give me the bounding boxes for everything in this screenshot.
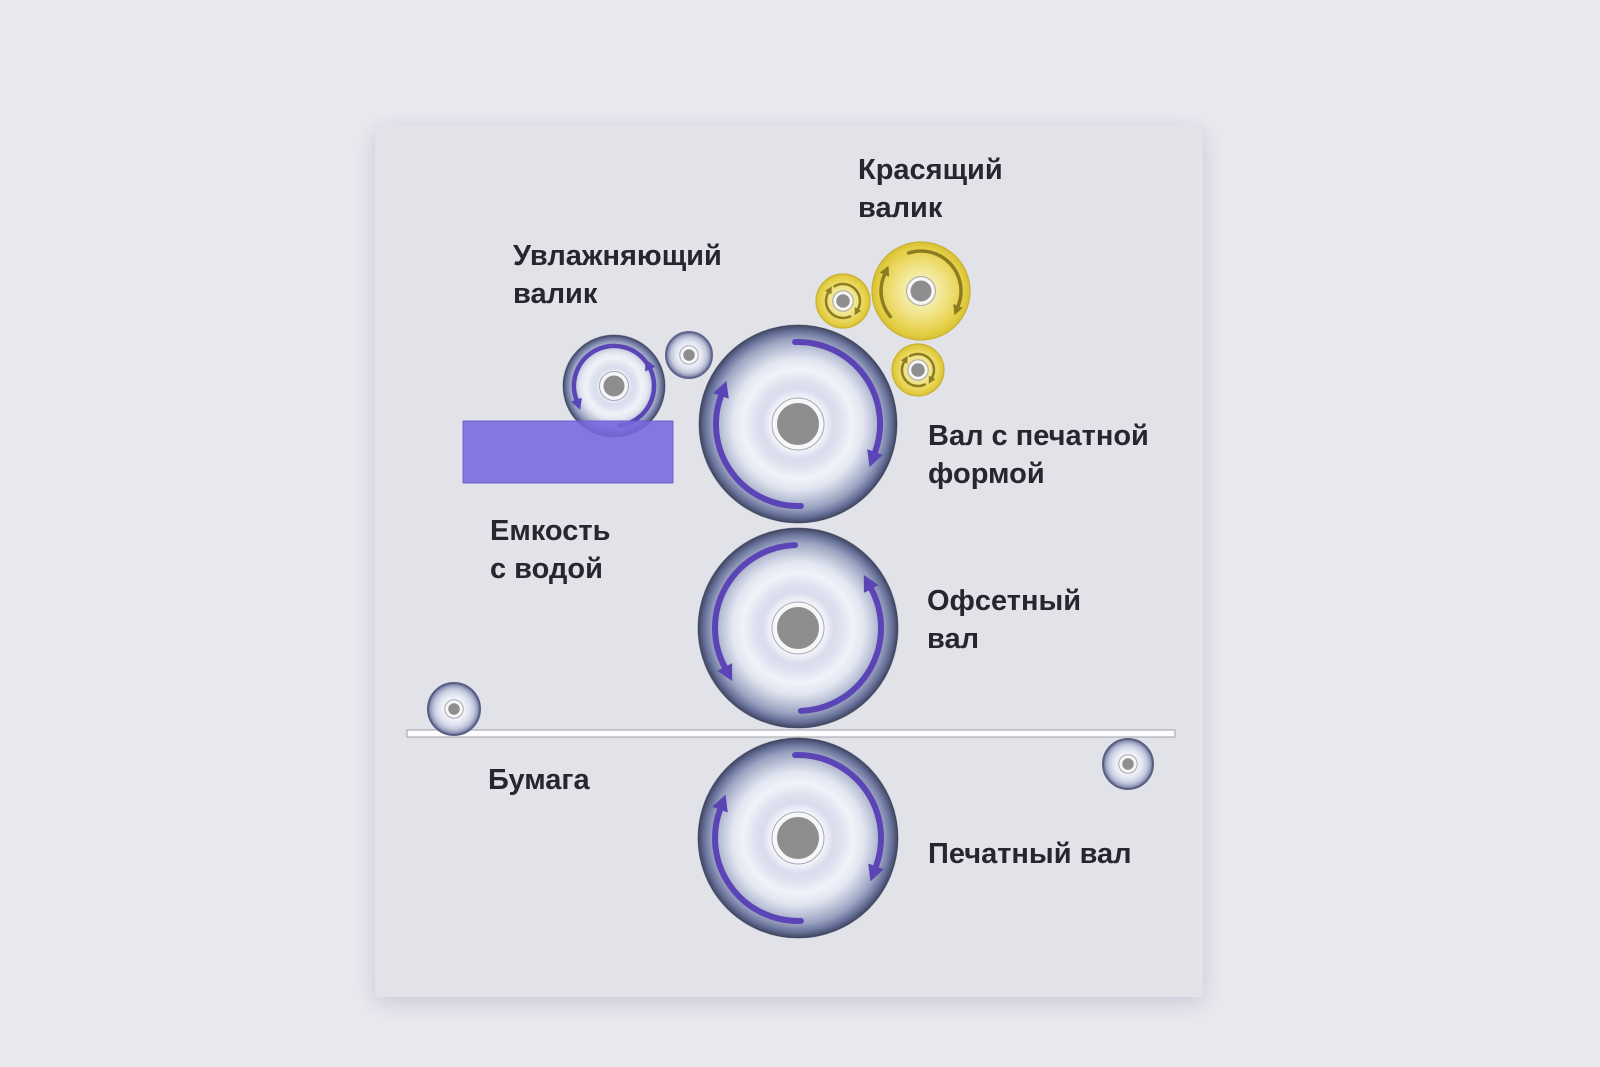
offset-cylinder-hub — [773, 603, 823, 653]
plate-cylinder-hub — [773, 399, 823, 449]
label-water-container: Емкость с водой — [490, 515, 611, 585]
impression-cylinder-hub — [773, 813, 823, 863]
rotation-arrowhead — [901, 355, 908, 364]
rotation-arrowhead — [717, 663, 733, 682]
rotation-arrow — [833, 282, 862, 311]
label-plate-cylinder: Вал с печатной формой — [928, 420, 1149, 490]
inking-roller-large-hub-ring — [906, 276, 936, 306]
paper-roller-right — [1102, 738, 1154, 790]
paper-roller-right-hub-ring — [1118, 754, 1138, 774]
inking-roller-small-bottom-hub — [908, 360, 928, 380]
rotation-arrowhead — [571, 397, 582, 410]
rotation-arrowhead — [879, 265, 890, 277]
inking-roller-large-hub — [907, 277, 935, 305]
paper-roller-left — [427, 682, 481, 736]
paper-roller-left-hub — [445, 700, 463, 718]
dampening-transfer-roller — [665, 331, 713, 379]
rotation-arrowhead — [825, 286, 832, 295]
paper-roller-left-hub-ring — [444, 699, 464, 719]
rotation-arrowhead — [854, 307, 862, 316]
inking-roller-small-left — [815, 273, 871, 329]
rotation-arrowhead — [863, 574, 879, 593]
rotation-arrow — [712, 806, 804, 924]
plate-cylinder — [698, 324, 898, 524]
rotation-arrow — [712, 542, 799, 670]
rotation-arrow — [792, 338, 884, 455]
dampening-roller-hub — [600, 372, 628, 400]
impression-cylinder-hub-ring — [771, 811, 825, 865]
rotation-arrow — [712, 393, 804, 510]
rotation-arrow — [824, 291, 852, 320]
dampening-roller — [562, 334, 666, 438]
plate-cylinder-hub-ring — [771, 397, 825, 451]
paper-roller-right-hub — [1119, 755, 1137, 773]
inking-roller-small-left-hub — [833, 291, 853, 311]
paper-web — [406, 729, 1176, 738]
rotation-arrow — [906, 249, 963, 308]
offset-cylinder-hub-ring — [771, 601, 825, 655]
rotation-arrow — [908, 352, 936, 379]
rotation-arrow — [879, 272, 893, 319]
dampening-roller-hub-ring — [599, 371, 629, 401]
rotation-arrowhead — [712, 794, 728, 813]
water-container — [462, 420, 674, 484]
dampening-transfer-roller-hub — [680, 346, 698, 364]
rotation-arrowhead — [928, 375, 936, 384]
impression-cylinder — [697, 737, 899, 939]
inking-roller-small-bottom-hub-ring — [907, 359, 929, 381]
inking-roller-small-bottom — [891, 343, 945, 397]
rotation-arrowhead — [645, 359, 656, 372]
rotation-arrow — [900, 360, 927, 388]
label-paper: Бумага — [488, 764, 590, 796]
label-offset-cylinder: Офсетный вал — [927, 585, 1082, 655]
label-dampening-roller: Увлажняющий валик — [513, 240, 722, 310]
rotation-arrowhead — [867, 449, 883, 468]
label-inking-roller: Красящий валик — [858, 154, 1003, 224]
inking-roller-small-left-hub-ring — [832, 290, 854, 312]
rotation-arrow — [792, 752, 884, 870]
rotation-arrow — [571, 343, 650, 402]
rotation-arrow — [797, 586, 884, 714]
rotation-arrowhead — [868, 863, 884, 882]
dampening-transfer-roller-hub-ring — [679, 345, 699, 365]
rotation-arrowhead — [713, 380, 729, 399]
rotation-arrowhead — [953, 304, 963, 316]
inking-roller-large — [871, 241, 971, 341]
label-impression-cylinder: Печатный вал — [928, 838, 1132, 870]
offset-cylinder — [697, 527, 899, 729]
